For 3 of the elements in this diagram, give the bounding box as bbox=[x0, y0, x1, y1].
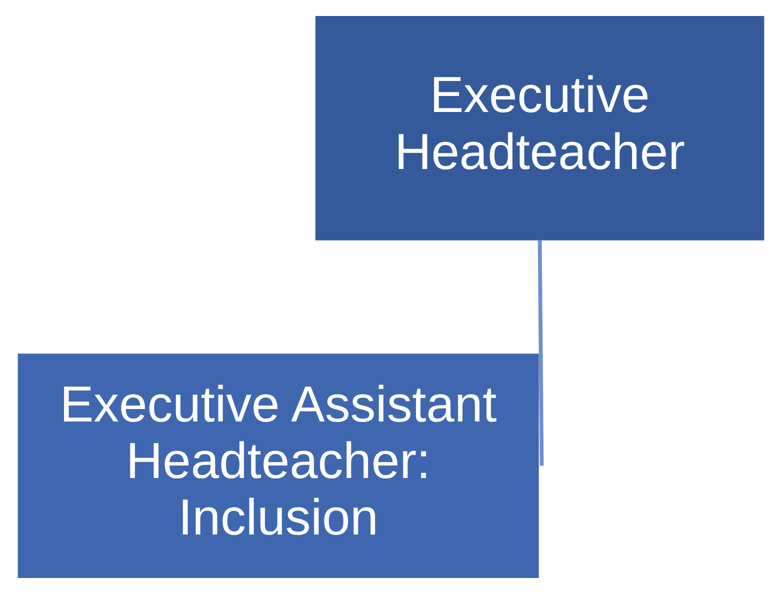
node-box: Executive Headteacher bbox=[315, 16, 764, 240]
node-box: Executive Assistant Headteacher: Inclusion bbox=[18, 354, 539, 578]
connector bbox=[538, 240, 544, 466]
